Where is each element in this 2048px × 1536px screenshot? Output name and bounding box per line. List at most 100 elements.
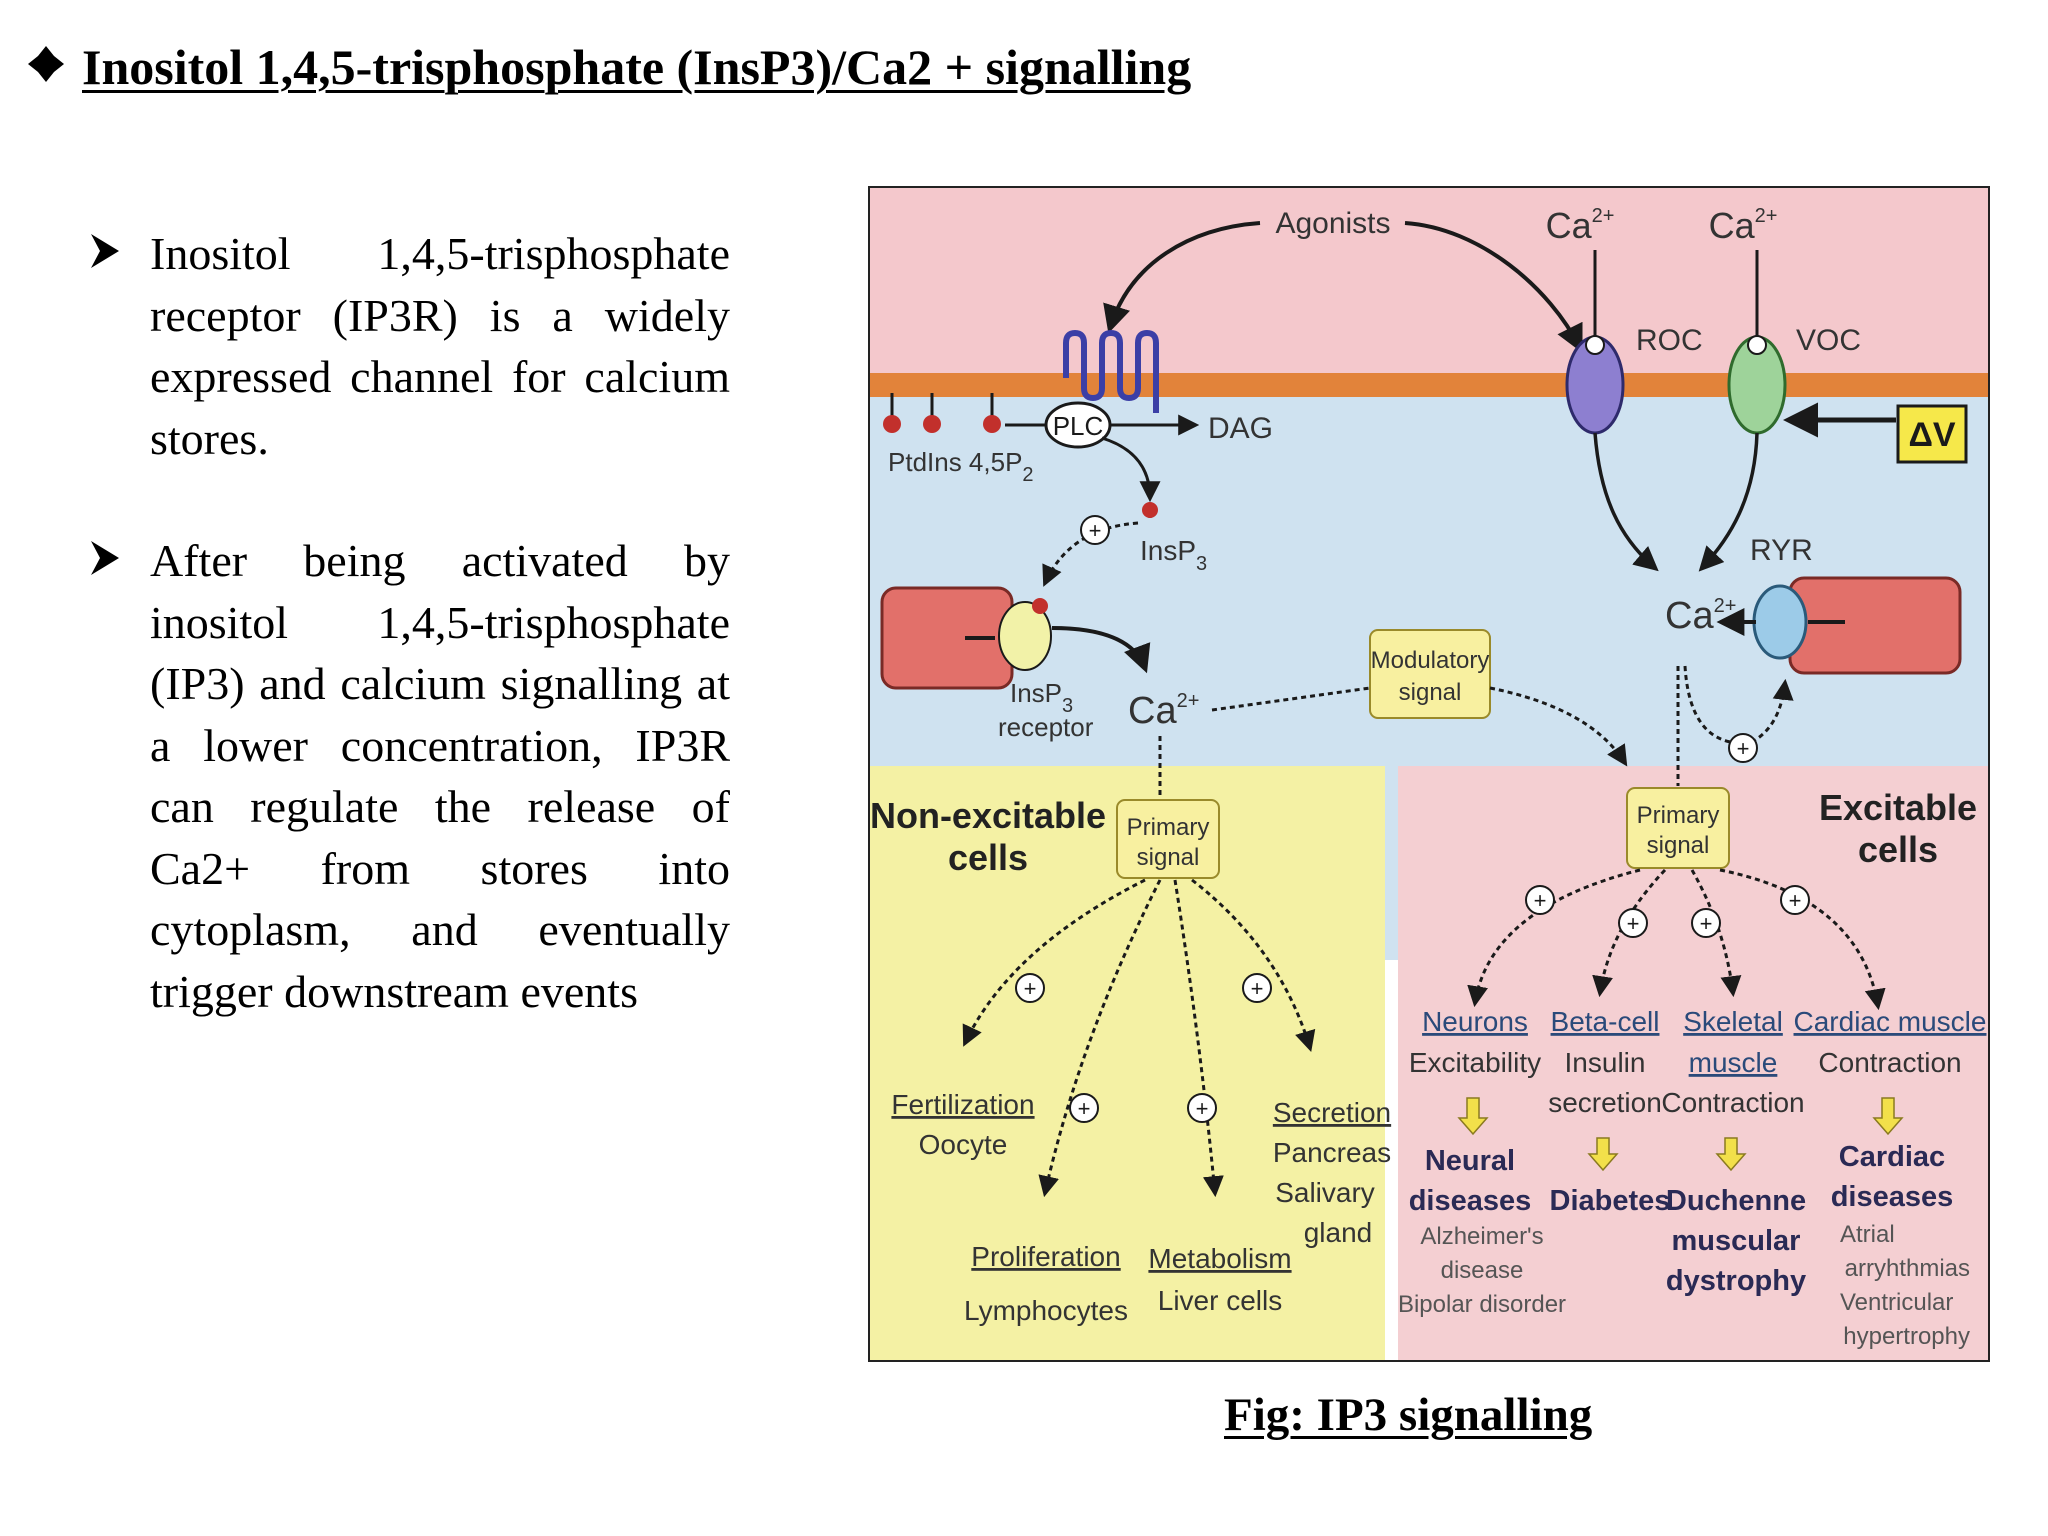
insp3-receptor-channel (998, 601, 1052, 671)
modulatory-line1: Modulatory (1371, 647, 1490, 674)
plus-sign: + (1089, 518, 1102, 543)
ca-roc-label: Ca2+ (1546, 205, 1615, 246)
contraction-skeletal-label: Contraction (1661, 1087, 1804, 1118)
delta-v-label: ΔV (1908, 416, 1955, 454)
neurons-label: Neurons (1422, 1006, 1528, 1037)
ip3-diagram: Agonists Ca2+ Ca2+ ROC VOC ΔV PtdIns 4,5… (870, 188, 1988, 1360)
gland-label: gland (1304, 1217, 1373, 1248)
bipolar-label: Bipolar disorder (1398, 1291, 1566, 1318)
primary-right-line1: Primary (1637, 802, 1720, 829)
cardiac-muscle-label: Cardiac muscle (1794, 1006, 1987, 1037)
hypertrophy-label: hypertrophy (1843, 1323, 1970, 1350)
agonists-label: Agonists (1275, 207, 1390, 240)
atrial-label: Atrial (1840, 1221, 1895, 1248)
plc-label: PLC (1053, 411, 1104, 441)
svg-text:+: + (1078, 1096, 1091, 1121)
muscular-label: muscular (1672, 1225, 1801, 1257)
receptor-release-arrow (1051, 626, 1151, 674)
bullet-item: After being activated by inositol 1,4,5-… (88, 530, 730, 1022)
fertilization-label: Fertilization (891, 1089, 1034, 1120)
neural-label: Neural (1425, 1145, 1515, 1177)
ventricular-label: Ventricular (1840, 1289, 1953, 1316)
svg-text:+: + (1627, 911, 1640, 936)
cardiac-diseases-label: diseases (1831, 1181, 1954, 1213)
oocyte-label: Oocyte (919, 1129, 1008, 1160)
roc-label: ROC (1636, 324, 1703, 357)
ip3-signalling-figure: Agonists Ca2+ Ca2+ ROC VOC ΔV PtdIns 4,5… (868, 186, 1990, 1362)
primary-right-line2: signal (1647, 832, 1710, 859)
diabetes-label: Diabetes (1550, 1185, 1671, 1217)
metabolism-label: Metabolism (1148, 1243, 1291, 1274)
delta-v-box (1896, 404, 1968, 464)
bullet-list: Inositol 1,4,5-trisphosphate receptor (I… (88, 223, 730, 1083)
ca-voc-label: Ca2+ (1709, 205, 1778, 246)
modulatory-arrow-right (1489, 686, 1628, 767)
roc-gate (1585, 335, 1605, 355)
ryr-label: RYR (1750, 534, 1813, 567)
svg-text:+: + (1789, 888, 1802, 913)
lymphocytes-label: Lymphocytes (964, 1295, 1128, 1326)
ca-cytosol-left: Ca2+ (1128, 690, 1199, 732)
bullet-text: After being activated by inositol 1,4,5-… (150, 535, 730, 1017)
duchenne-label: Duchenne (1666, 1185, 1806, 1217)
contraction-cardiac-label: Contraction (1818, 1047, 1961, 1078)
ptdins-label: PtdIns 4,5P2 (888, 447, 1034, 486)
nonexcitable-arrows (962, 878, 1316, 1198)
figure-caption: Fig: IP3 signalling (1224, 1389, 1593, 1441)
bullet-text: Inositol 1,4,5-trisphosphate receptor (I… (150, 228, 730, 464)
plus-sign: + (1737, 736, 1750, 761)
dystrophy-label: dystrophy (1666, 1265, 1806, 1297)
plus-icon (1080, 515, 1110, 545)
gpcr-receptor-icon (1063, 329, 1159, 413)
voc-influx-arrow (1698, 432, 1759, 572)
insp3-receptor-label-1: InsP3 (1010, 678, 1073, 717)
excitable-title-2: cells (1858, 829, 1938, 870)
insp3-label: InsP3 (1140, 535, 1207, 575)
insp3-to-receptor-arrow (1042, 521, 1139, 587)
voc-gate (1747, 335, 1767, 355)
plus-icon (1728, 733, 1758, 763)
plc-to-insp3-arrow (1101, 436, 1161, 503)
nonexcitable-title-1: Non-excitable (870, 795, 1106, 836)
modulatory-signal-box (1369, 629, 1491, 719)
nonexcitable-plus-icons: + + + + (1015, 973, 1272, 1123)
svg-text:+: + (1251, 976, 1264, 1001)
skeletal-label: Skeletal (1683, 1006, 1783, 1037)
primary-left-line2: signal (1137, 844, 1200, 871)
svg-text:+: + (1534, 888, 1547, 913)
diamond-bullet-icon (26, 38, 82, 96)
voc-label: VOC (1796, 324, 1861, 357)
plasma-membrane (870, 373, 1988, 397)
bound-insp3 (1032, 598, 1048, 614)
arrow-bullet-icon (91, 541, 119, 575)
page-heading: Inositol 1,4,5-trisphosphate (InsP3)/Ca2… (26, 38, 1191, 96)
svg-text:+: + (1196, 1096, 1209, 1121)
ptdins-lipids (883, 393, 1001, 433)
nonexcitable-title-2: cells (948, 837, 1028, 878)
cardiac-label: Cardiac (1839, 1141, 1945, 1173)
neural-diseases-label: diseases (1409, 1185, 1532, 1217)
dag-label: DAG (1208, 412, 1273, 445)
modulatory-line2: signal (1399, 679, 1462, 706)
arrow-bullet-icon (91, 234, 119, 268)
extracellular-space (870, 188, 1988, 373)
primary-signal-right-box (1626, 787, 1730, 869)
agonist-to-receptor-arrow (1103, 221, 1261, 334)
beta-cell-label: Beta-cell (1551, 1006, 1660, 1037)
alzheimers-label: Alzheimer's (1420, 1223, 1543, 1250)
roc-influx-arrow (1593, 432, 1659, 572)
excitability-label: Excitability (1409, 1047, 1541, 1078)
agonist-to-roc-arrow (1404, 221, 1583, 354)
proliferation-label: Proliferation (971, 1241, 1120, 1272)
insp3-receptor-label-2: receptor (998, 712, 1094, 742)
disease-label: disease (1441, 1257, 1524, 1284)
excitable-plus-icons: + + + + (1525, 885, 1810, 938)
sr-calcium-store (1788, 576, 1962, 675)
arrhythmias-label: arryhthmias (1845, 1255, 1970, 1282)
liver-cells-label: Liver cells (1158, 1285, 1282, 1316)
svg-text:+: + (1700, 911, 1713, 936)
svg-text:+: + (1024, 976, 1037, 1001)
muscle-label: muscle (1689, 1047, 1778, 1078)
primary-left-line1: Primary (1127, 814, 1210, 841)
excitable-title-1: Excitable (1819, 787, 1977, 828)
